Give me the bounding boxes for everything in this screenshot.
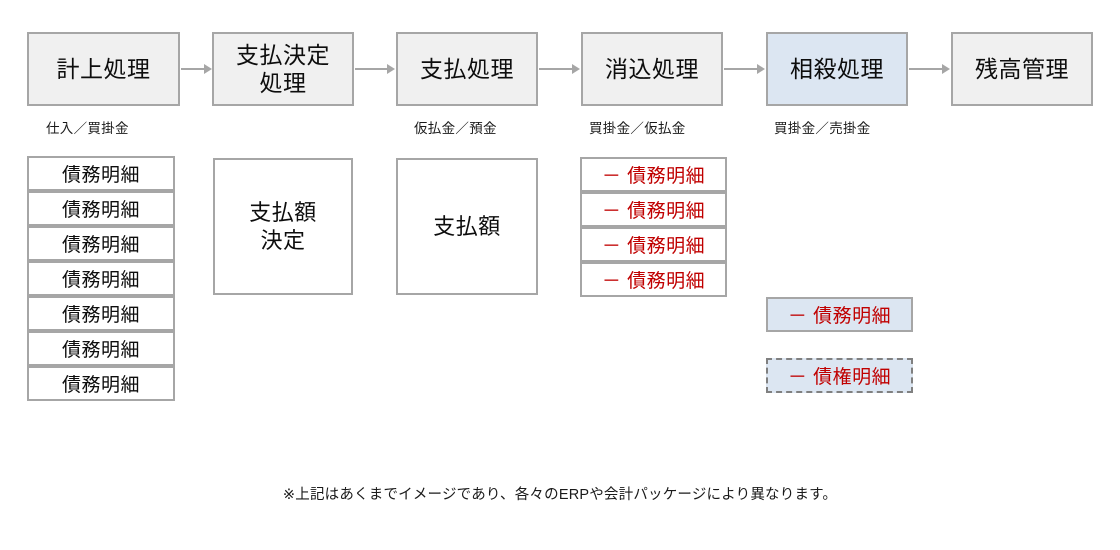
list-item[interactable]: 債務明細 — [27, 226, 175, 261]
offset-chip-liability[interactable]: － 債務明細 — [766, 297, 913, 332]
arrow-shaft — [181, 68, 204, 70]
footnote: ※上記はあくまでイメージであり、各々のERPや会計パッケージにより異なります。 — [0, 483, 1120, 504]
arrow-head — [942, 64, 950, 74]
arrow-head — [387, 64, 395, 74]
process-box-shiharai[interactable]: 支払処理 — [396, 32, 538, 106]
offset-list-item[interactable]: － 債務明細 — [580, 157, 727, 192]
caption-keshikomi: 買掛金／仮払金 — [589, 117, 686, 137]
arrow-shaft — [539, 68, 572, 70]
offset-chip-label: － 債務明細 — [787, 306, 892, 327]
list-item-label: 債務明細 — [61, 235, 140, 256]
list-item-label: 債務明細 — [61, 375, 140, 396]
list-item-label: 債務明細 — [61, 270, 140, 291]
offset-list-label: － 債務明細 — [601, 201, 706, 222]
caption-text: 買掛金／売掛金 — [774, 121, 871, 136]
list-item-label: 債務明細 — [61, 340, 140, 361]
list-item-label: 債務明細 — [61, 200, 140, 221]
list-item[interactable]: 債務明細 — [27, 191, 175, 226]
arrow-head — [204, 64, 212, 74]
list-item[interactable]: 債務明細 — [27, 366, 175, 401]
offset-list-item[interactable]: － 債務明細 — [580, 227, 727, 262]
offset-list-item[interactable]: － 債務明細 — [580, 262, 727, 297]
flow-arrow-1 — [181, 63, 212, 75]
caption-keijo: 仕入／買掛金 — [46, 117, 129, 137]
offset-chip-receivable[interactable]: － 債権明細 — [766, 358, 913, 393]
payment-amount-box[interactable]: 支払額 — [396, 158, 538, 295]
flow-arrow-4 — [724, 63, 765, 75]
flow-arrow-3 — [539, 63, 580, 75]
caption-text: 買掛金／仮払金 — [589, 121, 686, 136]
caption-text: 仮払金／預金 — [414, 121, 497, 136]
list-item[interactable]: 債務明細 — [27, 296, 175, 331]
list-item[interactable]: 債務明細 — [27, 331, 175, 366]
arrow-shaft — [724, 68, 757, 70]
payment-decision-box[interactable]: 支払額 決定 — [213, 158, 353, 295]
list-item[interactable]: 債務明細 — [27, 156, 175, 191]
process-box-zandaka[interactable]: 残高管理 — [951, 32, 1093, 106]
arrow-shaft — [355, 68, 387, 70]
list-item[interactable]: 債務明細 — [27, 261, 175, 296]
arrow-head — [757, 64, 765, 74]
offset-list-item[interactable]: － 債務明細 — [580, 192, 727, 227]
process-box-label: 支払決定 処理 — [236, 41, 330, 96]
list-item-label: 債務明細 — [61, 305, 140, 326]
caption-sosai: 買掛金／売掛金 — [774, 117, 871, 137]
caption-text: 仕入／買掛金 — [46, 121, 129, 136]
footnote-text: ※上記はあくまでイメージであり、各々のERPや会計パッケージにより異なります。 — [282, 487, 838, 503]
process-box-label: 相殺処理 — [790, 55, 884, 82]
payment-amount-label: 支払額 — [433, 213, 501, 239]
caption-shiharai: 仮払金／預金 — [414, 117, 497, 137]
process-box-keshikomi[interactable]: 消込処理 — [581, 32, 723, 106]
offset-list-label: － 債務明細 — [601, 166, 706, 187]
process-box-label: 支払処理 — [420, 55, 514, 82]
process-box-keijo[interactable]: 計上処理 — [27, 32, 180, 106]
list-item-label: 債務明細 — [61, 165, 140, 186]
process-box-label: 残高管理 — [975, 55, 1069, 82]
payment-decision-label: 支払額 決定 — [249, 200, 317, 253]
process-box-shiharai-kettei[interactable]: 支払決定 処理 — [212, 32, 354, 106]
offset-chip-label: － 債権明細 — [787, 367, 892, 388]
arrow-head — [572, 64, 580, 74]
arrow-shaft — [909, 68, 942, 70]
process-box-label: 消込処理 — [605, 55, 699, 82]
flow-arrow-5 — [909, 63, 950, 75]
flow-arrow-2 — [355, 63, 395, 75]
process-box-label: 計上処理 — [56, 55, 151, 82]
offset-list-label: － 債務明細 — [601, 271, 706, 292]
offset-list-label: － 債務明細 — [601, 236, 706, 257]
process-box-sosai[interactable]: 相殺処理 — [766, 32, 908, 106]
